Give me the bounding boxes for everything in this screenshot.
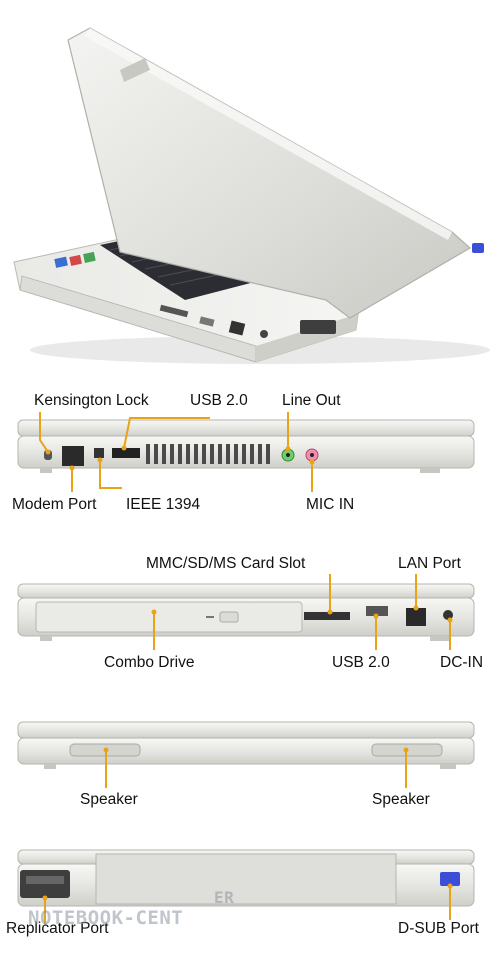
label-combo-drive: Combo Drive — [104, 654, 195, 671]
watermark-text-suffix: ER — [214, 888, 235, 907]
label-lan-port: LAN Port — [398, 555, 461, 572]
lan-port — [228, 320, 246, 336]
sticker — [83, 251, 96, 263]
right-side-view — [17, 721, 475, 769]
label-dc-in: DC-IN — [440, 654, 484, 671]
label-mic-in: MIC IN — [306, 496, 355, 513]
label-line-out: Line Out — [282, 392, 341, 409]
callout-lines — [39, 412, 451, 924]
label-ieee-1394: IEEE 1394 — [126, 496, 201, 513]
laptop-perspective — [13, 27, 490, 364]
dc-in-port — [260, 330, 268, 338]
left-side-view — [17, 419, 475, 473]
lid-logo — [120, 58, 150, 82]
label-usb-left: USB 2.0 — [190, 392, 248, 409]
sticker — [54, 256, 68, 268]
front-side-view — [17, 583, 475, 641]
replicator-port — [300, 320, 336, 334]
label-speaker-right: Speaker — [372, 791, 430, 808]
label-kensington-lock: Kensington Lock — [34, 392, 149, 409]
back-side-view — [17, 849, 475, 907]
label-usb-right: USB 2.0 — [332, 654, 390, 671]
sticker — [69, 254, 82, 266]
label-replicator-port: Replicator Port — [6, 920, 109, 937]
label-dsub-port: D-SUB Port — [398, 920, 479, 937]
usb-port — [199, 316, 215, 327]
dsub-port — [472, 243, 484, 253]
label-modem-port: Modem Port — [12, 496, 97, 513]
label-speaker-left: Speaker — [80, 791, 138, 808]
label-card-slot: MMC/SD/MS Card Slot — [146, 555, 306, 572]
card-slot-port — [159, 304, 189, 318]
watermark-text: NOTEBOOK-CENT — [28, 907, 184, 929]
callout-dots — [42, 445, 453, 901]
